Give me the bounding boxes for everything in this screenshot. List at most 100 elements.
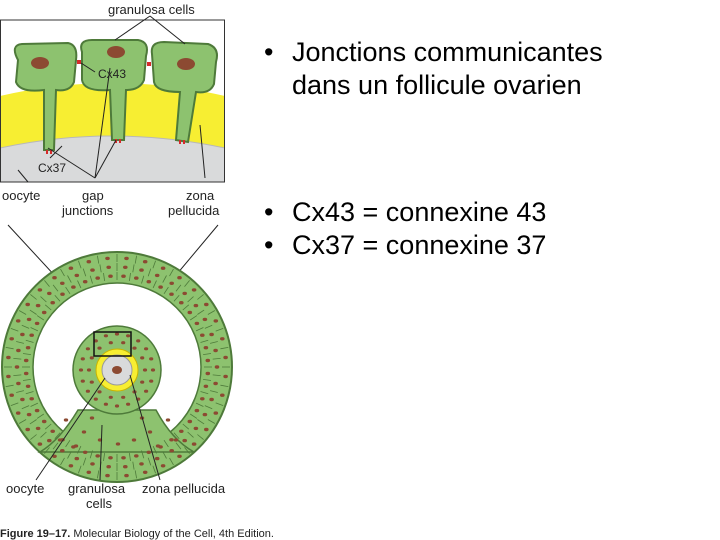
- cell-nucleus: [29, 333, 34, 337]
- cell-wall: [152, 280, 157, 289]
- cell-nucleus: [68, 266, 74, 270]
- bullet-line: Cx37 = connexine 37: [292, 230, 547, 260]
- cell-wall: [67, 451, 72, 459]
- cell-nucleus: [203, 346, 209, 350]
- cell-nucleus: [223, 374, 228, 379]
- cell-wall: [210, 341, 218, 344]
- label-oocyte-top: oocyte: [2, 188, 40, 203]
- cell-nucleus: [82, 280, 88, 284]
- cell-wall: [210, 390, 218, 393]
- cell-nucleus: [60, 281, 65, 285]
- cell-nucleus: [203, 384, 209, 388]
- cell-wall: [163, 286, 169, 295]
- cell-wall: [203, 379, 212, 381]
- cell-nucleus: [193, 426, 199, 431]
- cell-nucleus: [191, 442, 197, 446]
- cell-nucleus: [80, 357, 85, 361]
- cell-nucleus: [108, 341, 113, 345]
- cell-nucleus: [74, 456, 80, 461]
- granulosa-cell: [150, 40, 218, 144]
- cell-nucleus: [16, 381, 21, 386]
- cell-nucleus: [37, 288, 43, 292]
- cell-nucleus: [200, 397, 205, 401]
- granulosa-cell: [80, 39, 148, 141]
- cell-nucleus: [191, 288, 197, 292]
- cell-wall: [187, 431, 194, 438]
- cell-nucleus: [60, 292, 65, 296]
- follicle: [1, 251, 233, 483]
- cell-wall: [21, 405, 30, 410]
- cell-nucleus: [86, 260, 92, 264]
- cell-nucleus: [154, 456, 160, 461]
- cell-wall: [147, 457, 152, 466]
- cell-nucleus: [165, 418, 171, 422]
- cell-nucleus: [50, 429, 55, 433]
- cell-wall: [60, 268, 65, 277]
- cell-nucleus: [205, 371, 211, 376]
- cell-nucleus: [158, 285, 163, 289]
- cell-nucleus: [9, 337, 14, 341]
- cell-nucleus: [204, 302, 209, 307]
- cell-wall: [129, 453, 131, 462]
- bottom-label-leaders: [35, 374, 161, 481]
- cell-nucleus: [177, 454, 182, 458]
- cell-nucleus: [81, 430, 87, 434]
- cell-nucleus: [123, 465, 128, 469]
- cell-wall: [134, 470, 137, 479]
- cell-wall: [97, 255, 100, 264]
- cell-wall: [184, 447, 190, 454]
- nucleus: [177, 58, 195, 70]
- cell-wall: [22, 353, 31, 355]
- cell-nucleus: [85, 389, 90, 393]
- cell-nucleus: [97, 390, 102, 394]
- cell-nucleus: [126, 402, 131, 406]
- cell-wall: [197, 434, 204, 440]
- cell-wall: [134, 255, 137, 264]
- cell-nucleus: [194, 321, 200, 326]
- cell-wall: [162, 451, 167, 459]
- cell-nucleus: [68, 464, 74, 468]
- cell-wall: [182, 304, 190, 311]
- cell-nucleus: [169, 281, 174, 285]
- cell-wall: [195, 402, 204, 407]
- cell-nucleus: [20, 332, 25, 337]
- cell-wall: [78, 465, 82, 474]
- enlarged-panel: [0, 39, 225, 182]
- cell-nucleus: [142, 368, 148, 372]
- cell-wall: [82, 457, 87, 466]
- cell-nucleus: [213, 381, 218, 386]
- cell-nucleus: [6, 374, 11, 379]
- cell-nucleus: [202, 412, 208, 417]
- cell-wall: [44, 447, 50, 454]
- cell-wall: [215, 402, 224, 406]
- caption-text: Molecular Biology of the Cell, 4th Editi…: [70, 528, 274, 540]
- cell-wall: [89, 275, 93, 284]
- cell-wall: [204, 405, 213, 410]
- cell-nucleus: [34, 408, 40, 413]
- cell-nucleus: [200, 333, 205, 337]
- cell-wall: [169, 268, 174, 277]
- cell-nucleus: [74, 273, 80, 278]
- cell-wall: [36, 315, 45, 321]
- label-cells-bottom: cells: [86, 496, 113, 511]
- cell-wall: [30, 294, 37, 300]
- cell-nucleus: [114, 332, 120, 336]
- cell-nucleus: [169, 449, 174, 453]
- cell-wall: [197, 309, 205, 315]
- cell-nucleus: [132, 346, 137, 350]
- cell-nucleus: [90, 462, 95, 466]
- cell-nucleus: [182, 291, 187, 296]
- cell-wall: [13, 374, 22, 376]
- cell-wall: [197, 419, 205, 425]
- cell-nucleus: [47, 438, 52, 443]
- cell-wall: [163, 439, 169, 448]
- cell-nucleus: [182, 438, 187, 443]
- cell-wall: [77, 445, 82, 454]
- label-pellucida: pellucida: [168, 203, 220, 218]
- cell-wall: [200, 339, 209, 343]
- cell-nucleus: [147, 430, 153, 434]
- cell-nucleus: [173, 438, 179, 442]
- cell-wall: [152, 465, 156, 474]
- cell-nucleus: [134, 276, 139, 280]
- cell-nucleus: [25, 427, 31, 432]
